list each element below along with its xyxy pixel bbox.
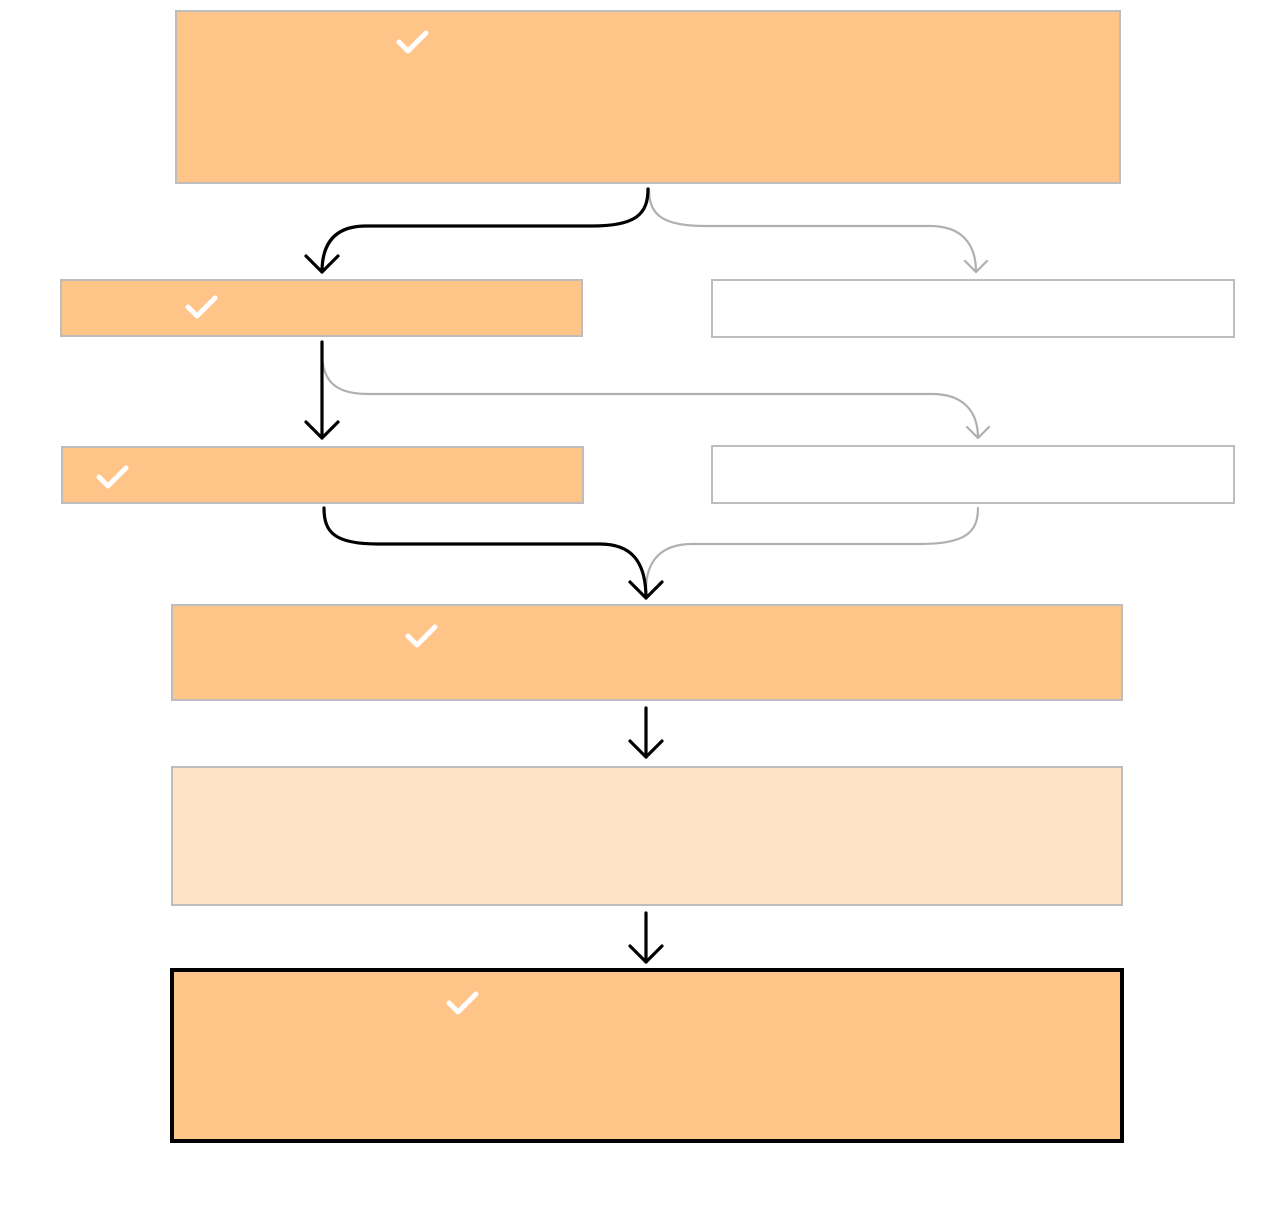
checkmark-icon (446, 991, 479, 1015)
connector-step-3b-to-step-4 (644, 506, 980, 592)
step-6-box[interactable] (170, 968, 1124, 1143)
step-3b-box[interactable] (711, 445, 1235, 504)
arrowhead-icon (304, 420, 340, 440)
connector-layer (304, 187, 991, 964)
step-2b-box[interactable] (711, 279, 1235, 338)
step-box-layer (60, 10, 1235, 1143)
step-1-box[interactable] (175, 10, 1121, 184)
checkmark-icon (185, 295, 218, 319)
connector-step-1-to-step-2b (647, 187, 989, 274)
checkmark-icon (405, 624, 438, 648)
connector-step-4-to-step-5 (628, 706, 664, 759)
arrowhead-icon (628, 739, 664, 759)
connector-step-2a-to-step-3a (304, 340, 340, 440)
arrowhead-icon (965, 425, 991, 440)
arrowhead-icon (963, 259, 989, 274)
step-3a-box[interactable] (61, 446, 584, 504)
connector-step-5-to-step-6 (628, 911, 664, 964)
step-5-box[interactable] (171, 766, 1123, 906)
checkmark-icon (396, 30, 429, 54)
connector-step-1-to-step-2a (304, 187, 650, 274)
arrowhead-icon (304, 254, 340, 274)
step-2a-box[interactable] (60, 279, 583, 337)
checkmark-icon (96, 465, 129, 489)
arrowhead-icon (628, 944, 664, 964)
connector-step-3a-to-step-4 (322, 506, 664, 600)
connector-step-2a-to-step-3b (320, 350, 991, 440)
arrowhead-icon (628, 580, 664, 600)
step-4-box[interactable] (171, 604, 1123, 701)
